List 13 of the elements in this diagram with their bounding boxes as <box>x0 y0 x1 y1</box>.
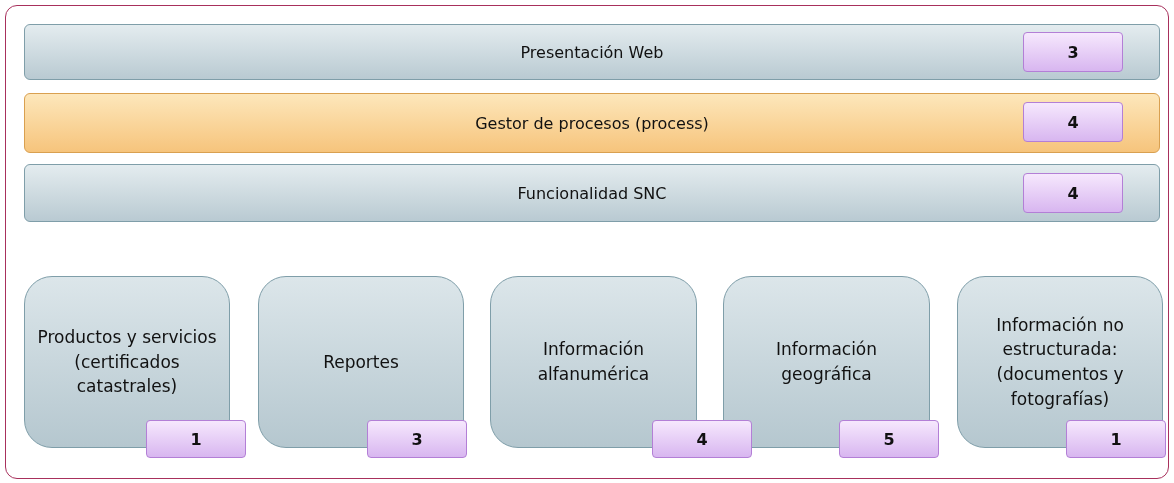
count-badge: 4 <box>1023 102 1123 142</box>
count-badge: 3 <box>367 420 467 458</box>
count-badge: 5 <box>839 420 939 458</box>
layer-bar: Gestor de procesos (process) 4 <box>24 93 1160 153</box>
diagram-frame <box>5 5 1169 479</box>
count-badge: 1 <box>1066 420 1166 458</box>
layer-bar: Funcionalidad SNC 4 <box>24 164 1160 222</box>
count-badge: 4 <box>1023 173 1123 213</box>
count-badge: 4 <box>652 420 752 458</box>
component-box: Información alfanumérica <box>490 276 697 448</box>
count-badge: 3 <box>1023 32 1123 72</box>
layer-bar: Presentación Web 3 <box>24 24 1160 80</box>
count-badge: 1 <box>146 420 246 458</box>
